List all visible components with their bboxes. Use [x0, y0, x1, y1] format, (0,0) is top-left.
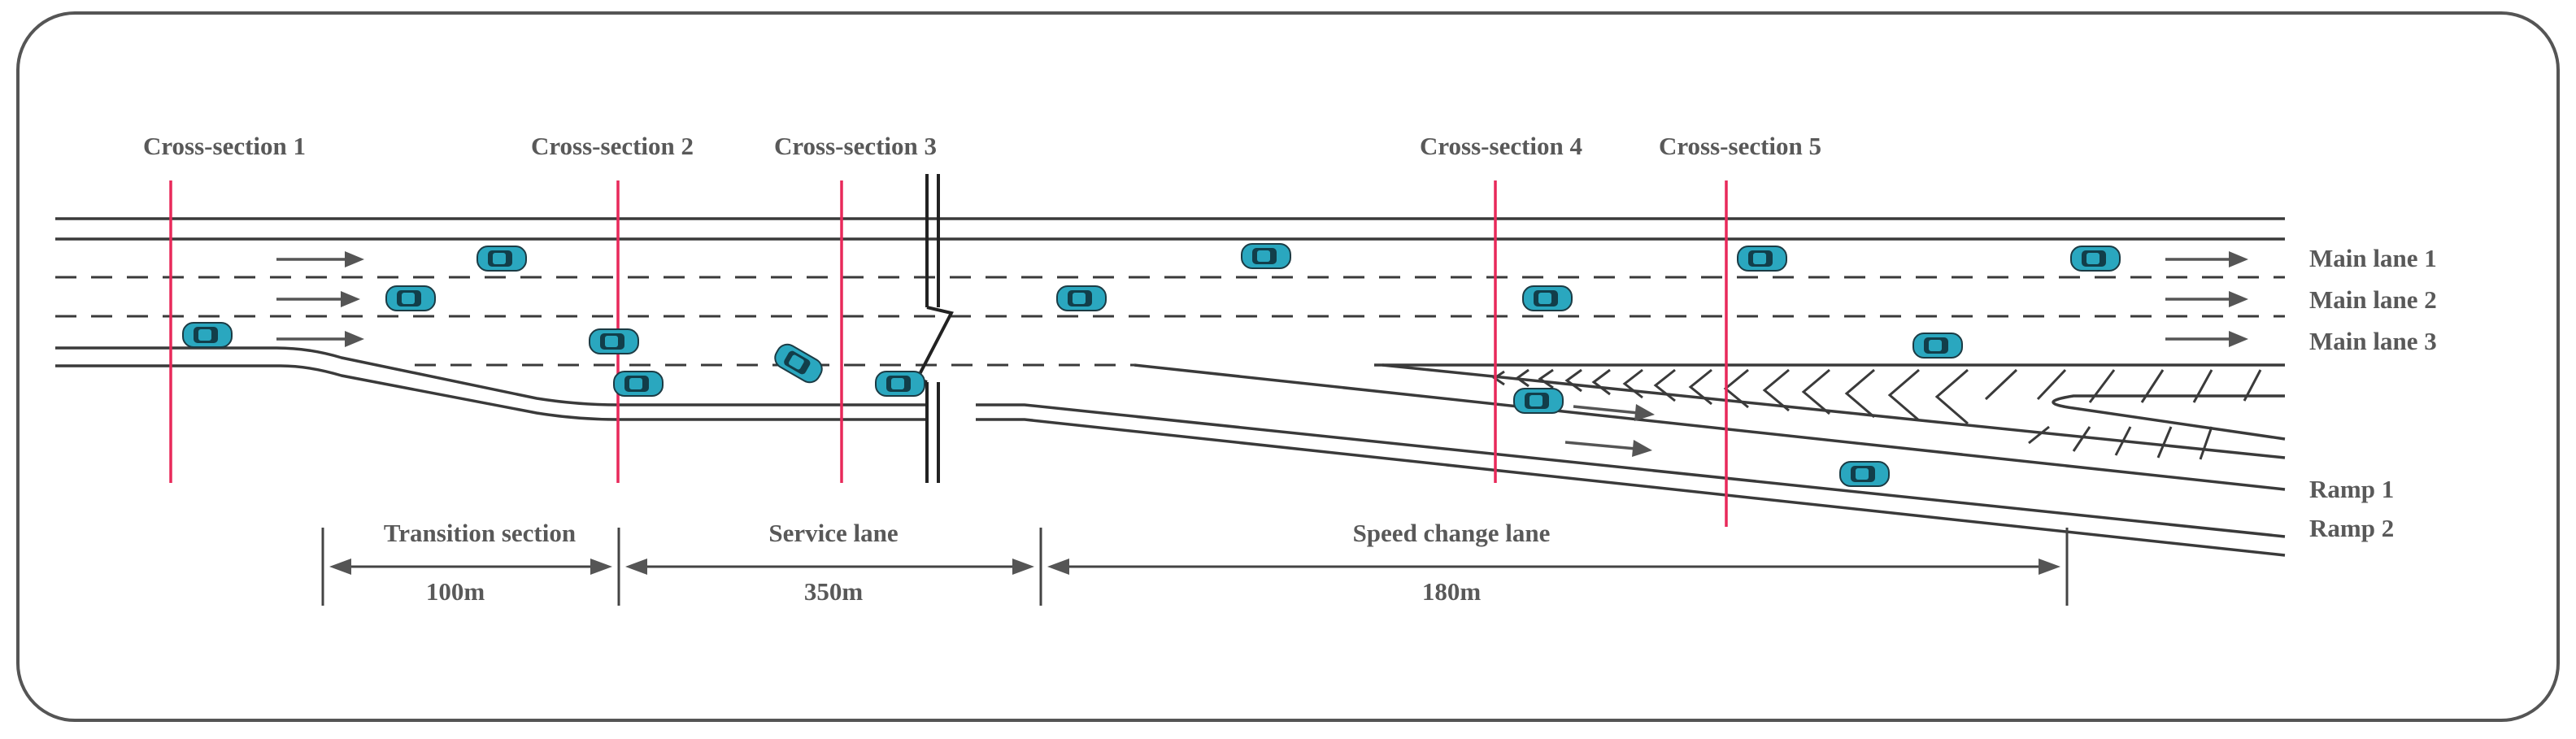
car-icon [476, 246, 527, 272]
gore-hatching [1492, 368, 2262, 460]
cross-section-label-3: Cross-section 3 [774, 132, 937, 160]
car-icon [1241, 243, 1291, 269]
dimension-service [625, 559, 1034, 575]
car-icon [1513, 388, 1564, 414]
cross-section-label-1: Cross-section 1 [143, 132, 306, 160]
section-label-service: Service lane [768, 519, 898, 547]
ramp-edge-lower [976, 418, 2286, 557]
road-edge-upper-taper [55, 346, 927, 406]
section-length-speed-change: 180m [1422, 577, 1482, 606]
cross-section-label-4: Cross-section 4 [1420, 132, 1582, 160]
section-label-transition: Transition section [384, 519, 576, 547]
car-icon [770, 340, 827, 387]
car-icon [1522, 285, 1573, 311]
cross-section-label-5: Cross-section 5 [1659, 132, 1821, 160]
speed-change-lane-edge [1134, 363, 2286, 491]
gore-edge-inner [1382, 363, 2286, 459]
direction-arrow-icon [276, 251, 2248, 457]
gore-nose [2052, 394, 2286, 441]
section-length-transition: 100m [426, 577, 485, 606]
road-edge-lower-taper [55, 364, 927, 421]
car-icon [589, 328, 639, 354]
car-icon [385, 285, 436, 311]
car-icon [1912, 333, 1963, 359]
lane-label-main-3: Main lane 3 [2309, 327, 2437, 355]
car-icon [1056, 285, 1107, 311]
car-icon [182, 322, 233, 348]
lane-label-main-1: Main lane 1 [2309, 244, 2437, 272]
dimension-ticks [321, 528, 2069, 606]
lane-label-main-2: Main lane 2 [2309, 285, 2437, 314]
lane-label-ramp-1: Ramp 1 [2309, 475, 2394, 503]
car-icon [1737, 246, 1787, 272]
section-label-speed-change: Speed change lane [1353, 519, 1551, 547]
dimension-speed-change [1047, 559, 2060, 575]
break-mark [915, 174, 954, 483]
car-icon [875, 371, 925, 397]
car-icon [1839, 461, 1890, 487]
car-icon [613, 371, 664, 397]
section-length-service: 350m [804, 577, 864, 606]
dimension-transition [329, 559, 612, 575]
ramp-edge-upper [976, 403, 2286, 538]
cross-section-label-2: Cross-section 2 [531, 132, 694, 160]
car-icon [2070, 246, 2121, 272]
diagram-frame [16, 11, 2560, 722]
lane-label-ramp-2: Ramp 2 [2309, 514, 2394, 542]
